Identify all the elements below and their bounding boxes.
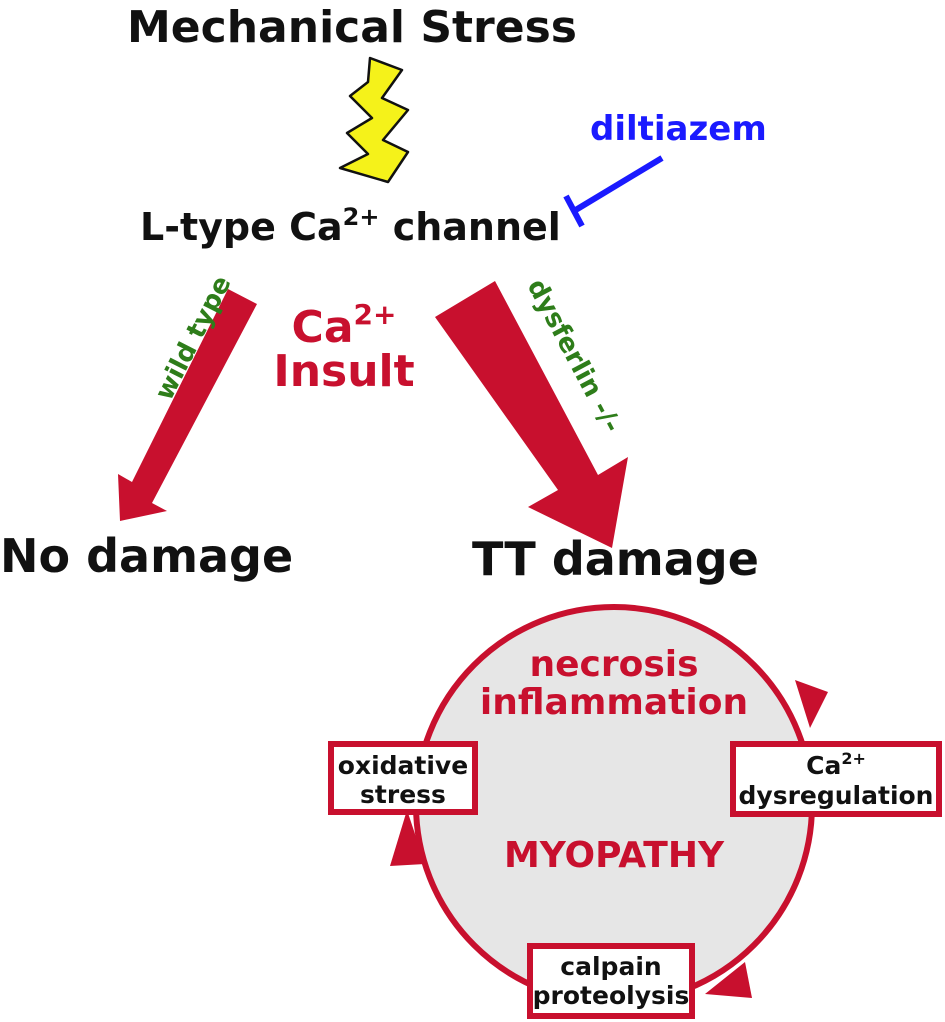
calpain-proteolysis-line1: calpain — [560, 952, 661, 981]
title: Mechanical Stress — [127, 2, 577, 53]
inflammation-label: inflammation — [480, 682, 748, 723]
tt-damage-label: TT damage — [472, 532, 759, 586]
calpain-proteolysis-box — [527, 943, 695, 1019]
lightning-bolt-icon — [338, 56, 410, 184]
oxidative-stress-line1: oxidative — [338, 751, 468, 780]
calcium-dysregulation-line2: dysregulation — [739, 781, 934, 810]
calcium-dysregulation-line1: Ca2+ — [806, 749, 866, 780]
necrosis-label: necrosis — [529, 644, 698, 685]
insult-line1: Ca2+ — [292, 298, 397, 353]
dysferlin-arrow — [435, 281, 628, 548]
channel-label: L-type Ca2+ channel — [140, 203, 561, 249]
inhibition-line — [572, 155, 664, 214]
calpain-proteolysis-line2: proteolysis — [533, 981, 690, 1010]
insult-line2: Insult — [273, 346, 414, 397]
inhibitor-label: diltiazem — [590, 109, 767, 149]
cycle-arrowhead-right — [795, 680, 828, 728]
oxidative-stress-line2: stress — [360, 780, 446, 809]
myopathy-label: MYOPATHY — [504, 835, 725, 876]
no-damage-label: No damage — [0, 529, 293, 583]
cycle-arrowhead-left — [390, 810, 425, 866]
cycle-arrowhead-bottom — [705, 962, 752, 998]
calcium-dysregulation-box — [730, 741, 942, 817]
inhibition-bar — [563, 194, 585, 228]
wild-type-arrow — [118, 289, 257, 521]
oxidative-stress-box — [328, 741, 478, 815]
